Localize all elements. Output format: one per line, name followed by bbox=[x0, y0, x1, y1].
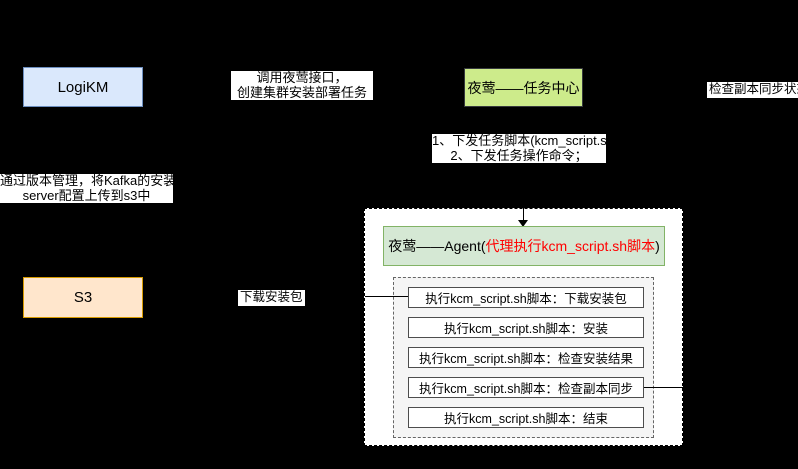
edge-label-call-api: 调用夜莺接口， 创建集群安装部署任务 bbox=[231, 70, 373, 100]
edge-label-call-api-line1: 调用夜莺接口， bbox=[256, 70, 348, 85]
agent-label-suffix: ) bbox=[655, 238, 660, 254]
edge-label-dispatch-line2: 2、下发任务操作命令； bbox=[450, 147, 588, 163]
edge-label-dispatch: 1、下发任务脚本(kcm_script.sh)； 2、下发任务操作命令； bbox=[432, 133, 632, 163]
edge-label-check-sync: 检查副本同步状态 bbox=[707, 82, 798, 98]
arrow-stem bbox=[523, 208, 524, 221]
task-step-finish: 执行kcm_script.sh脚本：结束 bbox=[408, 407, 644, 428]
node-agent: 夜莺——Agent(代理执行kcm_script.sh脚本) bbox=[383, 226, 665, 266]
node-s3: S3 bbox=[23, 277, 143, 318]
edge-label-upload-line2: server配置上传到s3中 bbox=[22, 187, 151, 203]
task-step-check-install: 执行kcm_script.sh脚本：检查安装结果 bbox=[408, 347, 644, 368]
connector-line-check-sync bbox=[644, 387, 683, 388]
agent-label-prefix: 夜莺——Agent( bbox=[388, 238, 486, 254]
arrow-down-icon bbox=[518, 220, 528, 227]
edge-label-upload-line1: 通过版本管理，将Kafka的安装包， bbox=[0, 173, 203, 188]
agent-label-highlight: 代理执行kcm_script.sh脚本 bbox=[485, 238, 656, 254]
edge-label-call-api-line2: 创建集群安装部署任务 bbox=[236, 84, 367, 100]
node-task-center: 夜莺——任务中心 bbox=[464, 68, 583, 107]
node-logikm: LogiKM bbox=[23, 67, 143, 107]
connector-line-download bbox=[365, 296, 408, 297]
edge-label-dispatch-line1: 1、下发任务脚本(kcm_script.sh)； bbox=[432, 133, 632, 148]
task-step-install: 执行kcm_script.sh脚本：安装 bbox=[408, 317, 644, 338]
task-step-check-replica-sync: 执行kcm_script.sh脚本：检查副本同步 bbox=[408, 377, 644, 398]
agent-label: 夜莺——Agent(代理执行kcm_script.sh脚本) bbox=[388, 236, 660, 256]
edge-label-download: 下载安装包 bbox=[238, 290, 305, 306]
task-step-download: 执行kcm_script.sh脚本：下载安装包 bbox=[408, 287, 644, 308]
edge-label-upload: 通过版本管理，将Kafka的安装包， server配置上传到s3中 bbox=[0, 173, 203, 203]
